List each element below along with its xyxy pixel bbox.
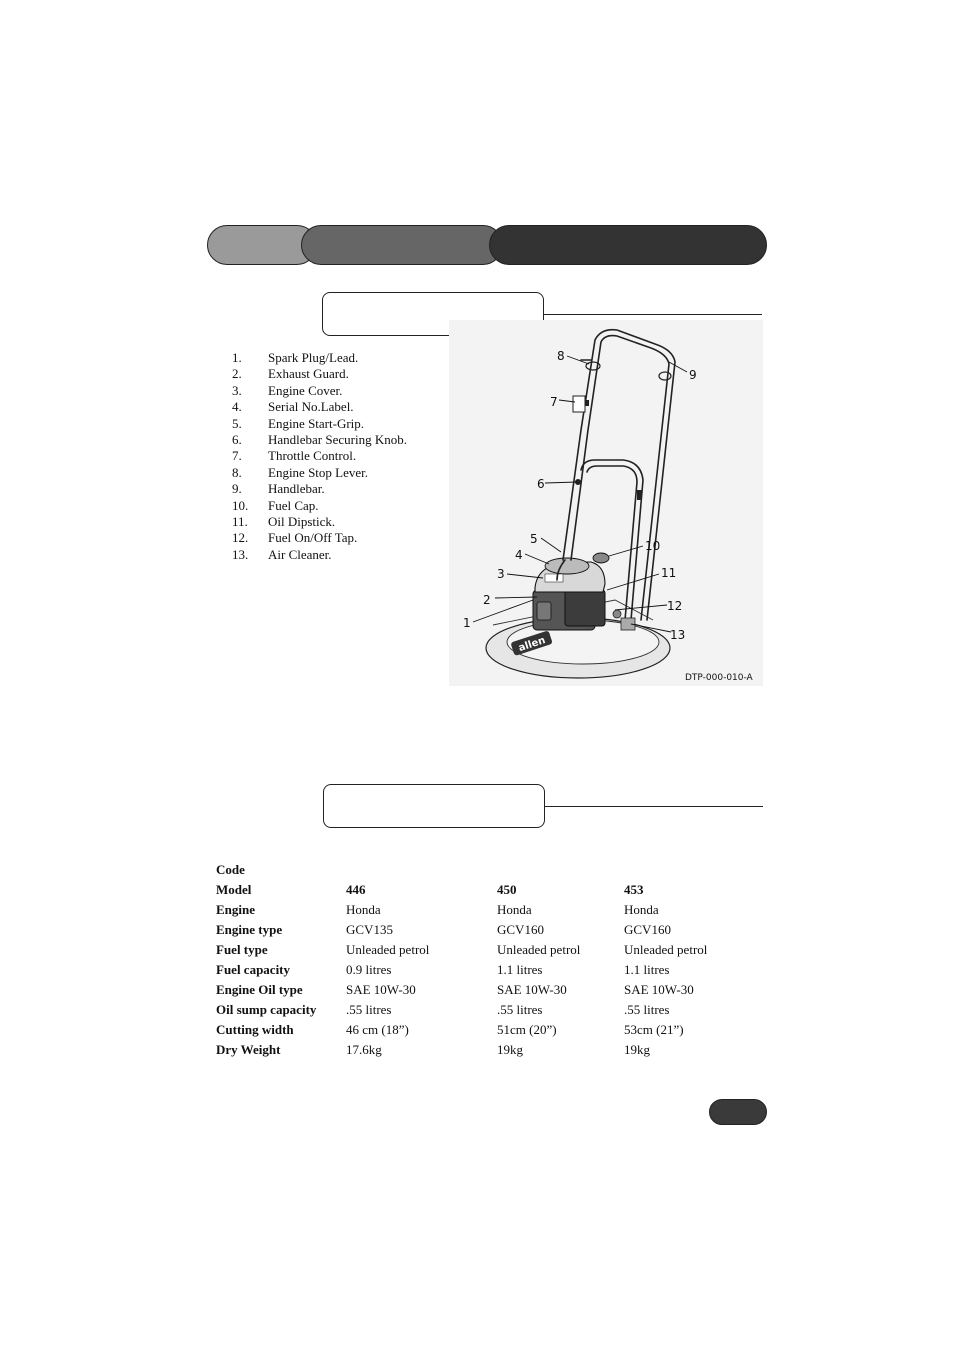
row-label: Model	[216, 882, 252, 897]
section-rule-parts	[544, 314, 762, 315]
table-row: Fuel type Unleaded petrol Unleaded petro…	[216, 940, 754, 960]
section-rule-specs	[545, 806, 763, 807]
cell: 1.1 litres	[624, 962, 670, 977]
cell: Honda	[497, 902, 532, 917]
list-item: 7.Throttle Control.	[232, 448, 357, 464]
table-row: Cutting width 46 cm (18”) 51cm (20”) 53c…	[216, 1020, 754, 1040]
table-row: Fuel capacity 0.9 litres 1.1 litres 1.1 …	[216, 960, 754, 980]
cell: 0.9 litres	[346, 962, 392, 977]
callout-10: 10	[645, 539, 660, 553]
callout-1: 1	[463, 616, 471, 630]
row-label: Cutting width	[216, 1022, 294, 1037]
list-item: 11.Oil Dipstick.	[232, 513, 336, 529]
mower-illustration: allen	[449, 320, 763, 686]
cell: 19kg	[624, 1042, 650, 1057]
table-row: Oil sump capacity .55 litres .55 litres …	[216, 1000, 754, 1020]
table-row: Engine Honda Honda Honda	[216, 900, 754, 920]
parts-list: 1.Spark Plug/Lead. 2.Exhaust Guard. 3.En…	[232, 350, 407, 563]
callout-2: 2	[483, 593, 491, 607]
row-label: Oil sump capacity	[216, 1002, 317, 1017]
callout-4: 4	[515, 548, 523, 562]
list-item: 6.Handlebar Securing Knob.	[232, 431, 407, 447]
cell: Honda	[624, 902, 659, 917]
list-item: 2.Exhaust Guard.	[232, 366, 349, 382]
callout-9: 9	[689, 368, 697, 382]
table-row: Dry Weight 17.6kg 19kg 19kg	[216, 1040, 754, 1060]
callout-12: 12	[667, 599, 682, 613]
list-item: 3.Engine Cover.	[232, 382, 343, 398]
callout-13: 13	[670, 628, 685, 642]
list-item: 13.Air Cleaner.	[232, 546, 332, 562]
cell: 51cm (20”)	[497, 1022, 557, 1037]
list-item: 5.Engine Start-Grip.	[232, 415, 365, 431]
list-item: 10.Fuel Cap.	[232, 497, 319, 513]
cell: 1.1 litres	[497, 962, 543, 977]
callout-5: 5	[530, 532, 538, 546]
cell: 19kg	[497, 1042, 523, 1057]
cell: Unleaded petrol	[346, 942, 430, 957]
header-tab-dark	[489, 225, 767, 265]
row-label: Dry Weight	[216, 1042, 281, 1057]
callout-11: 11	[661, 566, 676, 580]
table-row: Model 446 450 453	[216, 880, 754, 900]
cell	[346, 860, 497, 880]
header-tab-mid	[301, 225, 503, 265]
cell: 450	[497, 882, 517, 897]
cell: Unleaded petrol	[624, 942, 708, 957]
list-item: 4.Serial No.Label.	[232, 399, 354, 415]
cell: SAE 10W-30	[497, 982, 567, 997]
callout-6: 6	[537, 477, 545, 491]
cell: .55 litres	[624, 1002, 670, 1017]
table-row: Engine type GCV135 GCV160 GCV160	[216, 920, 754, 940]
cell: GCV135	[346, 922, 393, 937]
cell: 446	[346, 882, 366, 897]
leader-lines	[472, 355, 688, 633]
cell: SAE 10W-30	[346, 982, 416, 997]
header-tab-light	[207, 225, 317, 265]
cell	[624, 860, 754, 880]
row-label: Engine type	[216, 922, 283, 937]
cell: 453	[624, 882, 644, 897]
row-label: Fuel capacity	[216, 962, 291, 977]
section-heading-box-specs	[323, 784, 545, 828]
callout-7: 7	[550, 395, 558, 409]
list-item: 1.Spark Plug/Lead.	[232, 350, 359, 365]
page-number-tab	[709, 1099, 767, 1125]
cell: SAE 10W-30	[624, 982, 694, 997]
row-label: Engine Oil type	[216, 982, 303, 997]
row-label: Engine	[216, 902, 256, 917]
specification-table: Code Model 446 450 453 Engine Honda Hond…	[216, 860, 754, 1060]
list-item: 8.Engine Stop Lever.	[232, 464, 369, 480]
row-label: Code	[216, 862, 245, 877]
list-item: 12.Fuel On/Off Tap.	[232, 530, 358, 546]
cell: 53cm (21”)	[624, 1022, 684, 1037]
handlebar	[556, 328, 676, 621]
cell	[497, 860, 624, 880]
diagram-reference-code: DTP-000-010-A	[685, 673, 754, 683]
header-tab-bar	[207, 225, 767, 267]
mower-diagram: allen	[445, 320, 763, 688]
cell: .55 litres	[346, 1002, 392, 1017]
callout-8: 8	[557, 349, 565, 363]
cell: .55 litres	[497, 1002, 543, 1017]
cell: 46 cm (18”)	[346, 1022, 409, 1037]
table-row: Engine Oil type SAE 10W-30 SAE 10W-30 SA…	[216, 980, 754, 1000]
cell: Honda	[346, 902, 381, 917]
callout-3: 3	[497, 567, 505, 581]
cell: 17.6kg	[346, 1042, 382, 1057]
cell: GCV160	[497, 922, 544, 937]
table-row: Code	[216, 860, 754, 880]
row-label: Fuel type	[216, 942, 268, 957]
cell: GCV160	[624, 922, 671, 937]
list-item: 9.Handlebar.	[232, 481, 325, 497]
cell: Unleaded petrol	[497, 942, 581, 957]
